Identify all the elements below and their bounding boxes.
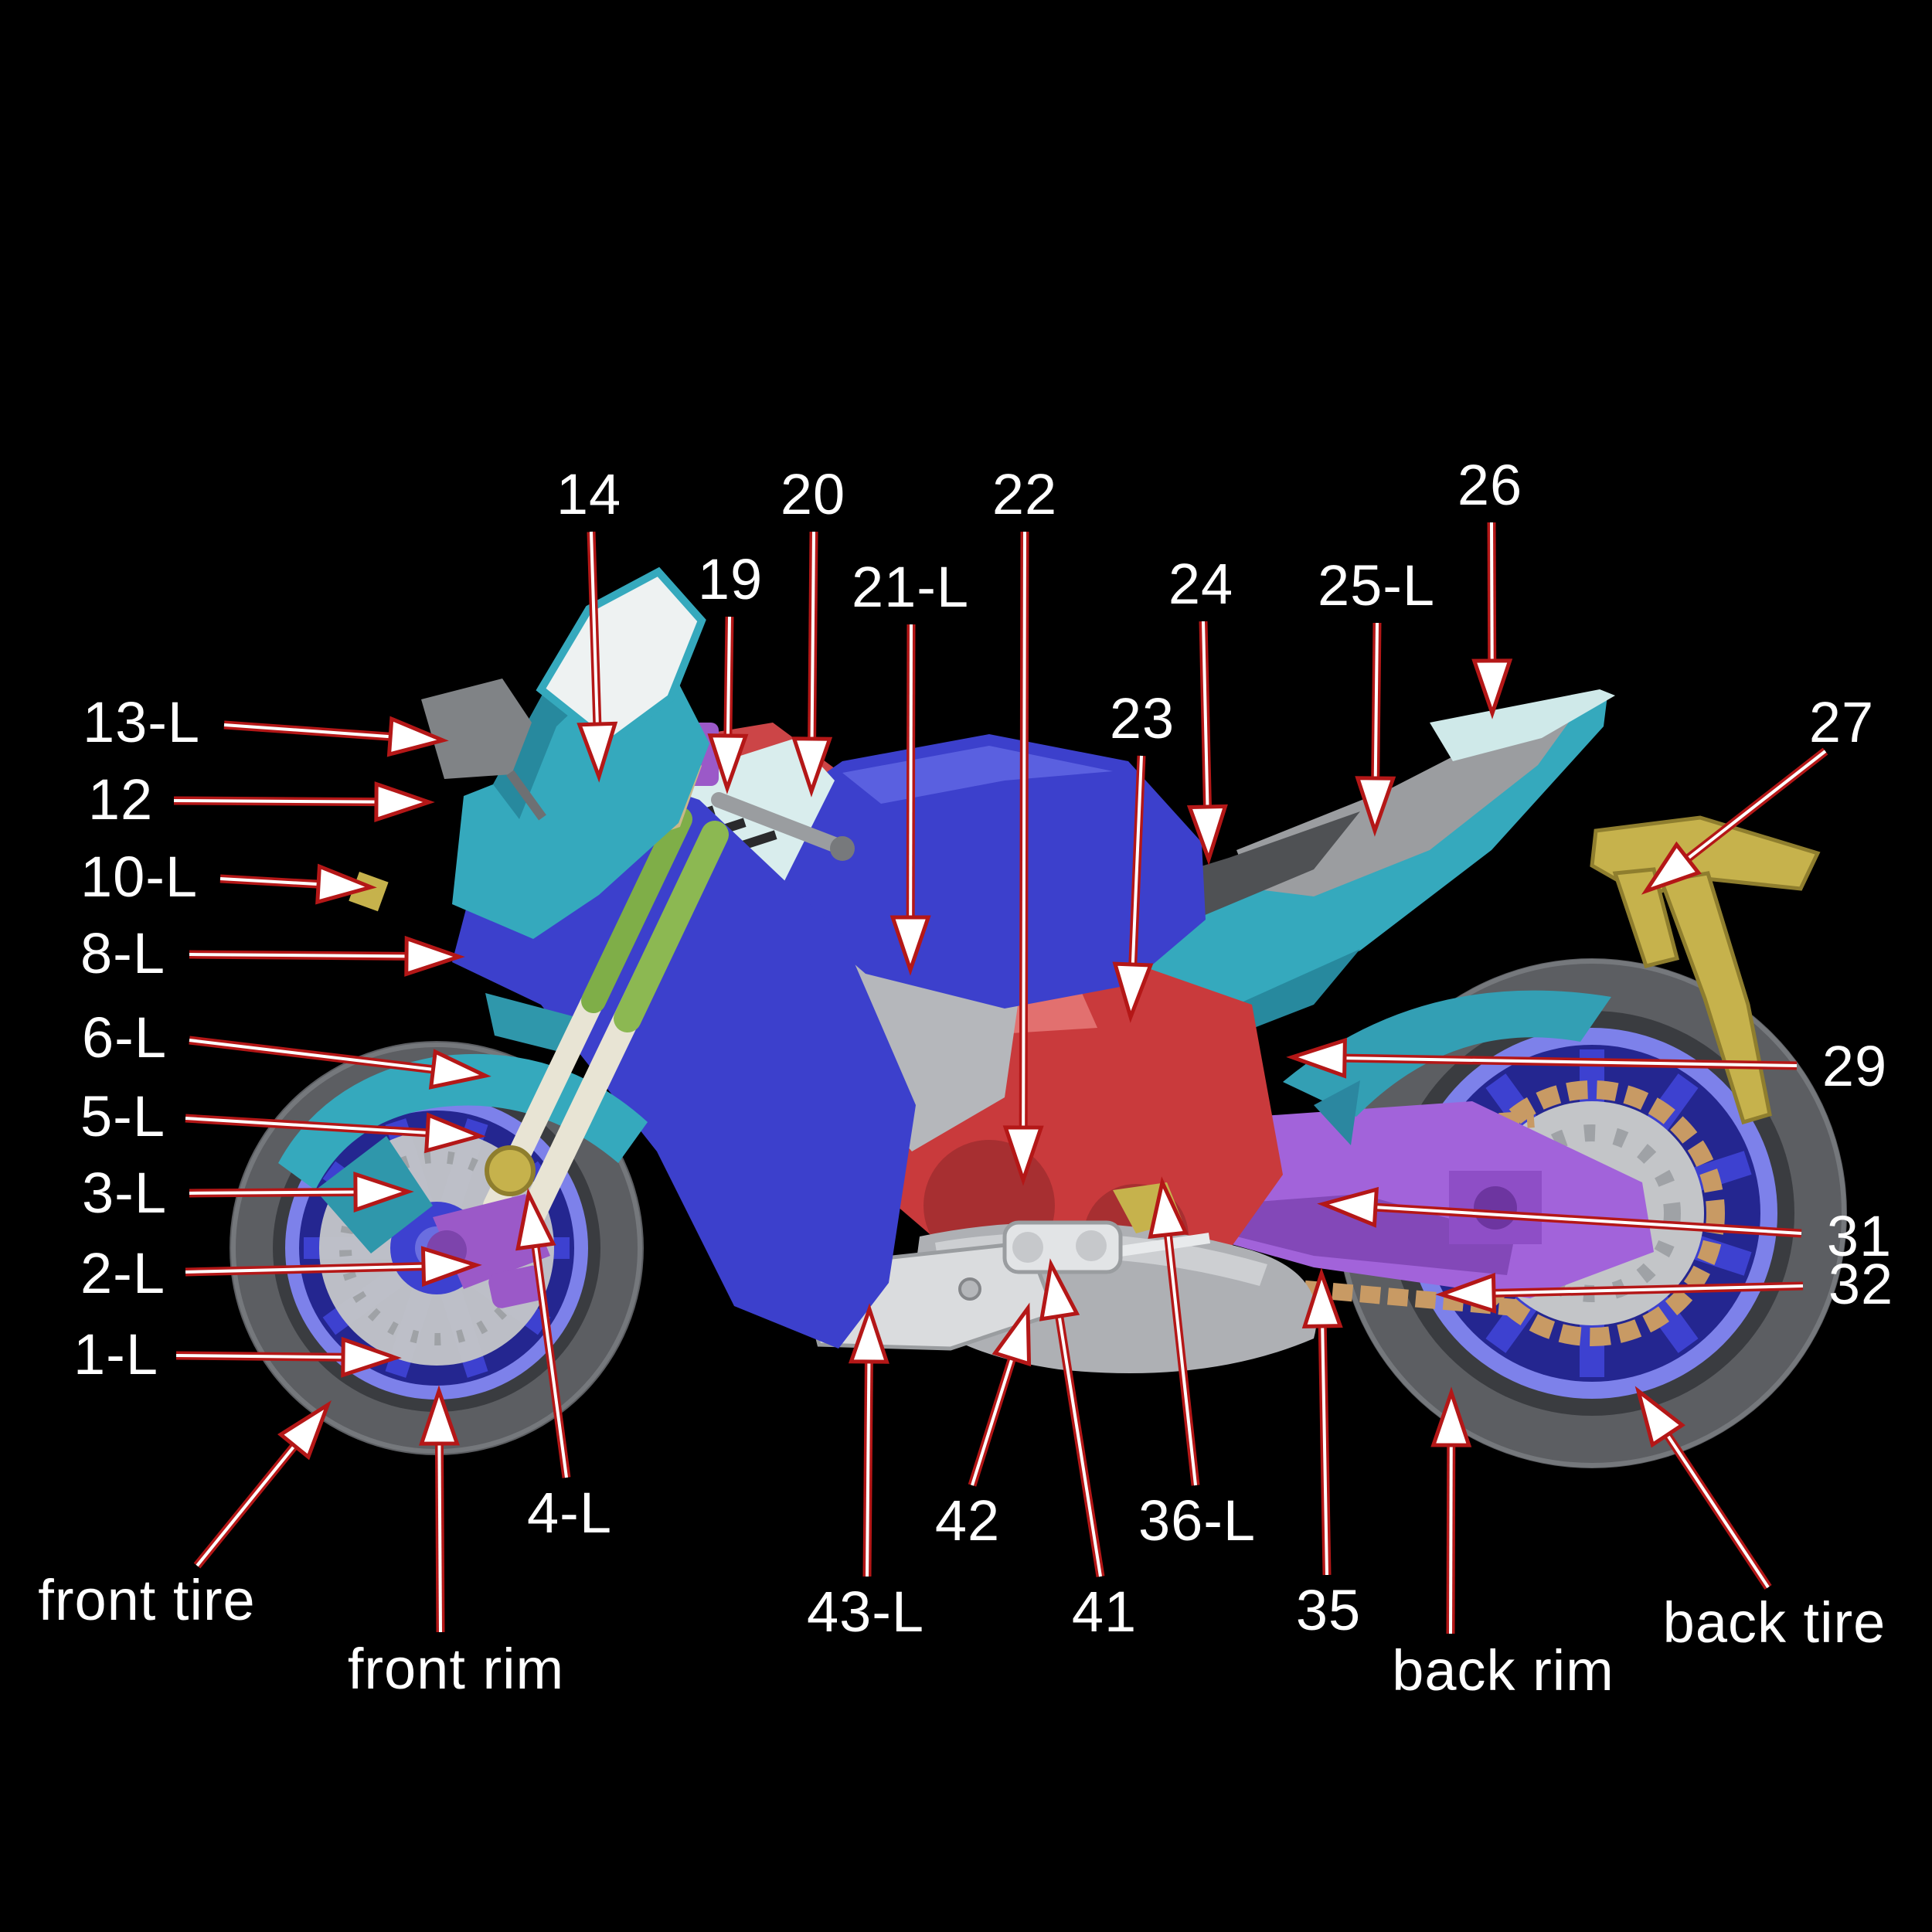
fork-upper-rear bbox=[614, 821, 729, 1032]
preload-adjuster-gold bbox=[485, 1145, 536, 1196]
mirror-stalk bbox=[506, 770, 546, 821]
rear-hugger-fin bbox=[1314, 1080, 1360, 1145]
brake-caliper bbox=[488, 1265, 546, 1308]
footpeg-linkage bbox=[1002, 1182, 1211, 1274]
tail-top-light-cyan bbox=[1430, 689, 1615, 761]
fuel-tank bbox=[753, 734, 1206, 1009]
front-signal-yellow bbox=[349, 872, 389, 912]
fork-upper-front bbox=[581, 807, 692, 1013]
handlebar bbox=[711, 792, 846, 854]
mirror bbox=[421, 679, 532, 779]
swingarm bbox=[1155, 1101, 1654, 1298]
swingarm-shadow bbox=[1206, 1194, 1515, 1275]
rear-hugger bbox=[1283, 990, 1611, 1117]
